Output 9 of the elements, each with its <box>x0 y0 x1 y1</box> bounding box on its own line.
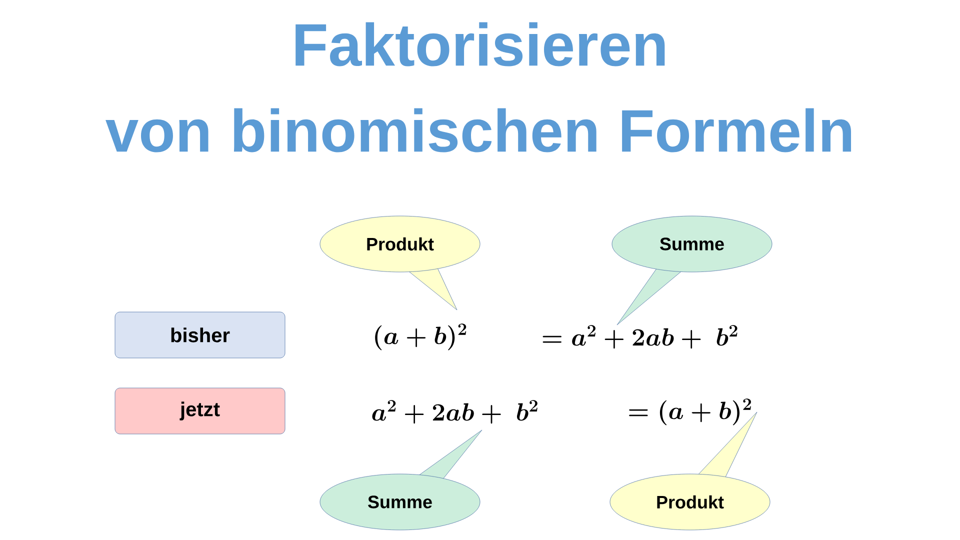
formula: $(a+b)^2$ <box>375 324 466 350</box>
speech-bubble: Produkt <box>320 216 480 310</box>
label-box: jetzt <box>114 388 286 434</box>
formula: $= a^2+2ab+\ b^2$ <box>542 325 738 349</box>
title: Faktorisieren von binomischen Formeln <box>106 22 852 152</box>
formula: $a^2+2ab+\ b^2$ <box>372 400 538 424</box>
speech-bubble: Summe <box>320 430 482 530</box>
speech-bubble: Summe <box>612 216 772 326</box>
label-box: bisher <box>114 312 286 358</box>
